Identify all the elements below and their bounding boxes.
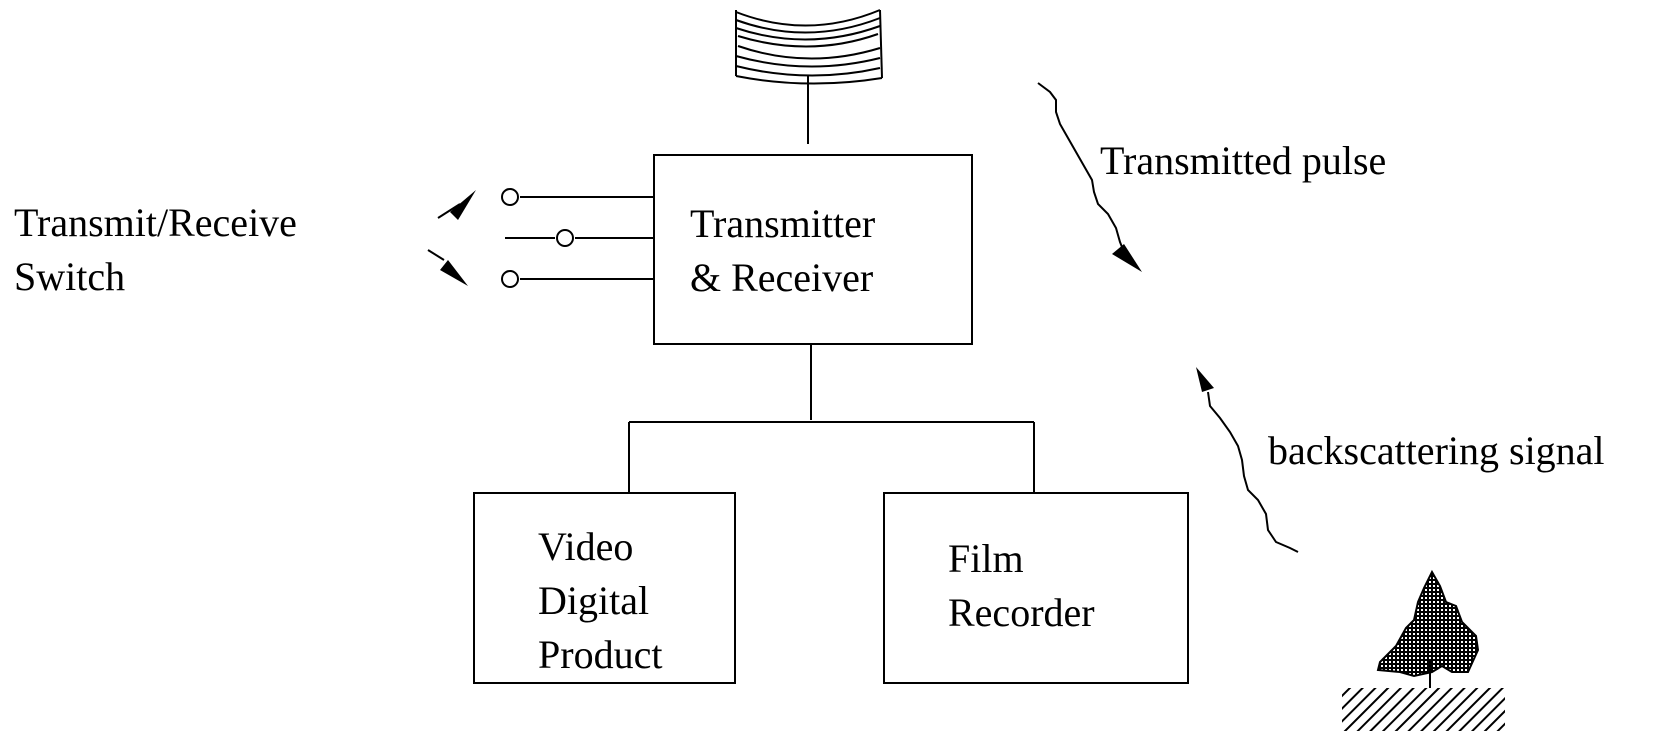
antenna-icon: [735, 9, 883, 85]
transmitted-pulse-label: Transmitted pulse: [1100, 138, 1387, 183]
transmit-receive-switch: [501, 188, 654, 288]
tree-icon: [1376, 569, 1480, 688]
video-box-line1: Video: [538, 524, 634, 569]
backscattering-signal-label: backscattering signal: [1268, 428, 1605, 473]
arrowhead-icon: [1112, 244, 1142, 272]
video-box: [473, 492, 736, 684]
arrowhead-icon: [1196, 367, 1214, 392]
film-box-line1: Film: [948, 536, 1024, 581]
arrowhead-icon: [440, 260, 468, 286]
backscattering-signal: [1196, 367, 1299, 553]
transceiver-label-line2: & Receiver: [690, 255, 874, 300]
film-box: [883, 492, 1189, 684]
video-box-line3: Product: [538, 632, 663, 677]
film-box-line2: Recorder: [948, 590, 1095, 635]
transmitted-pulse-signal: [1037, 82, 1142, 272]
switch-label-line1: Transmit/Receive: [14, 200, 297, 245]
transceiver-label-line1: Transmitter: [690, 201, 876, 246]
switch-arrows: [427, 190, 476, 286]
output-connectors: [628, 344, 1035, 493]
arrowhead-icon: [450, 190, 476, 220]
transceiver-box: [653, 154, 973, 345]
video-box-line2: Digital: [538, 578, 650, 623]
ground-hatch-icon: [1342, 688, 1505, 731]
switch-contact-transmit: [501, 188, 519, 206]
switch-contact-receive: [501, 270, 519, 288]
switch-contact-common: [556, 229, 574, 247]
switch-label-line2: Switch: [14, 254, 126, 299]
